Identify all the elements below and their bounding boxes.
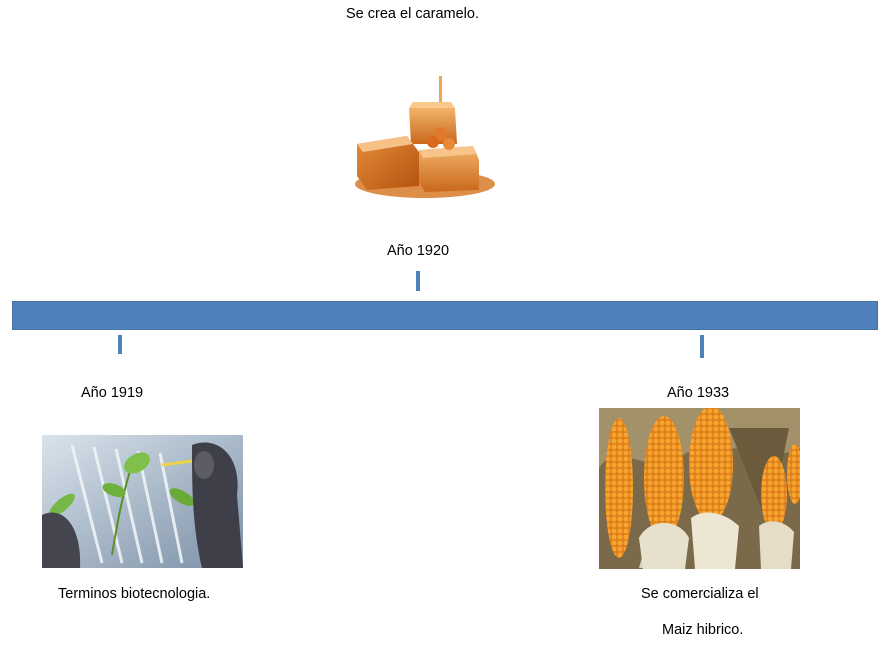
event-1933-description-line1: Se comercializa el: [641, 586, 759, 602]
tick-1933: [700, 335, 704, 358]
event-1933-description-line2: Maiz hibrico.: [662, 622, 744, 638]
tick-1920: [416, 271, 420, 291]
event-1919-year: Año 1919: [81, 385, 144, 401]
event-1933-year: Año 1933: [667, 385, 730, 401]
biotech-plant-test-tube-image: [42, 435, 243, 568]
event-1919-description: Terminos biotecnologia.: [58, 586, 211, 602]
event-1920-year: Año 1920: [387, 243, 450, 259]
tick-1919: [118, 335, 122, 354]
timeline-bar: [12, 301, 878, 330]
caramel-candy-image: [345, 72, 505, 222]
corn-cobs-image: [599, 408, 800, 569]
event-1920-description: Se crea el caramelo.: [346, 6, 479, 22]
